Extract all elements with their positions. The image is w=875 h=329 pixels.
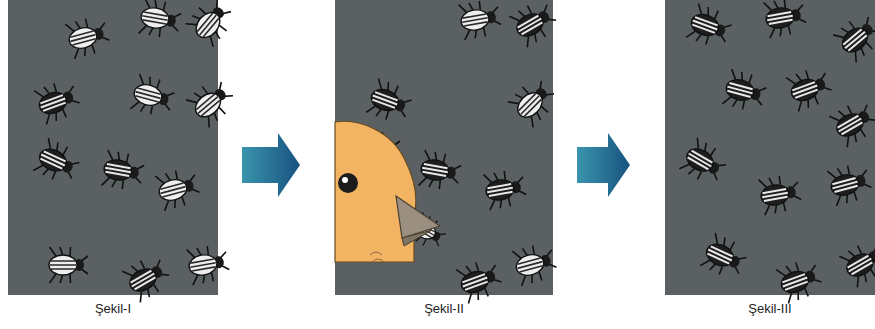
panel-ground bbox=[335, 0, 553, 295]
beetle bbox=[700, 233, 751, 282]
beetle bbox=[763, 0, 808, 38]
beetle bbox=[758, 173, 803, 215]
bird-head bbox=[335, 121, 440, 262]
beetle bbox=[418, 150, 463, 192]
beetle bbox=[101, 150, 146, 192]
beetle bbox=[512, 241, 559, 286]
panel-ground bbox=[8, 0, 218, 295]
beetle-group bbox=[33, 0, 875, 304]
beetle bbox=[509, 0, 561, 48]
beetle bbox=[456, 257, 505, 304]
beetle bbox=[138, 0, 183, 40]
beetle bbox=[827, 161, 874, 206]
beetle bbox=[155, 166, 202, 211]
figure-label: Şekil-II bbox=[335, 301, 553, 317]
beetle bbox=[686, 3, 735, 50]
beetle bbox=[786, 65, 835, 112]
beetle bbox=[33, 138, 84, 187]
beetle bbox=[833, 10, 875, 63]
panel-ground bbox=[665, 0, 875, 295]
beetle bbox=[186, 243, 231, 285]
beetle bbox=[130, 74, 177, 119]
beetle bbox=[186, 75, 239, 128]
beetle bbox=[122, 252, 174, 303]
figure-panel: Şekil-II bbox=[335, 0, 553, 329]
beetle bbox=[65, 14, 112, 59]
beetle bbox=[483, 168, 528, 210]
beetle bbox=[722, 69, 769, 114]
figure-panel: Şekil-I bbox=[8, 0, 218, 329]
beetle bbox=[366, 78, 415, 125]
beetle bbox=[185, 0, 238, 47]
figure-panel: Şekil-III bbox=[665, 0, 875, 329]
beetle bbox=[49, 247, 88, 283]
beetle bbox=[458, 0, 503, 40]
block-arrow bbox=[242, 133, 300, 197]
beetle bbox=[507, 75, 560, 128]
figure-label: Şekil-I bbox=[8, 301, 218, 317]
beetle bbox=[679, 137, 731, 188]
beetle bbox=[776, 257, 825, 304]
beetle bbox=[34, 78, 83, 125]
figure-label: Şekil-III bbox=[665, 301, 875, 317]
block-arrow bbox=[577, 133, 630, 197]
beetle bbox=[839, 237, 875, 288]
beetle bbox=[829, 97, 875, 148]
